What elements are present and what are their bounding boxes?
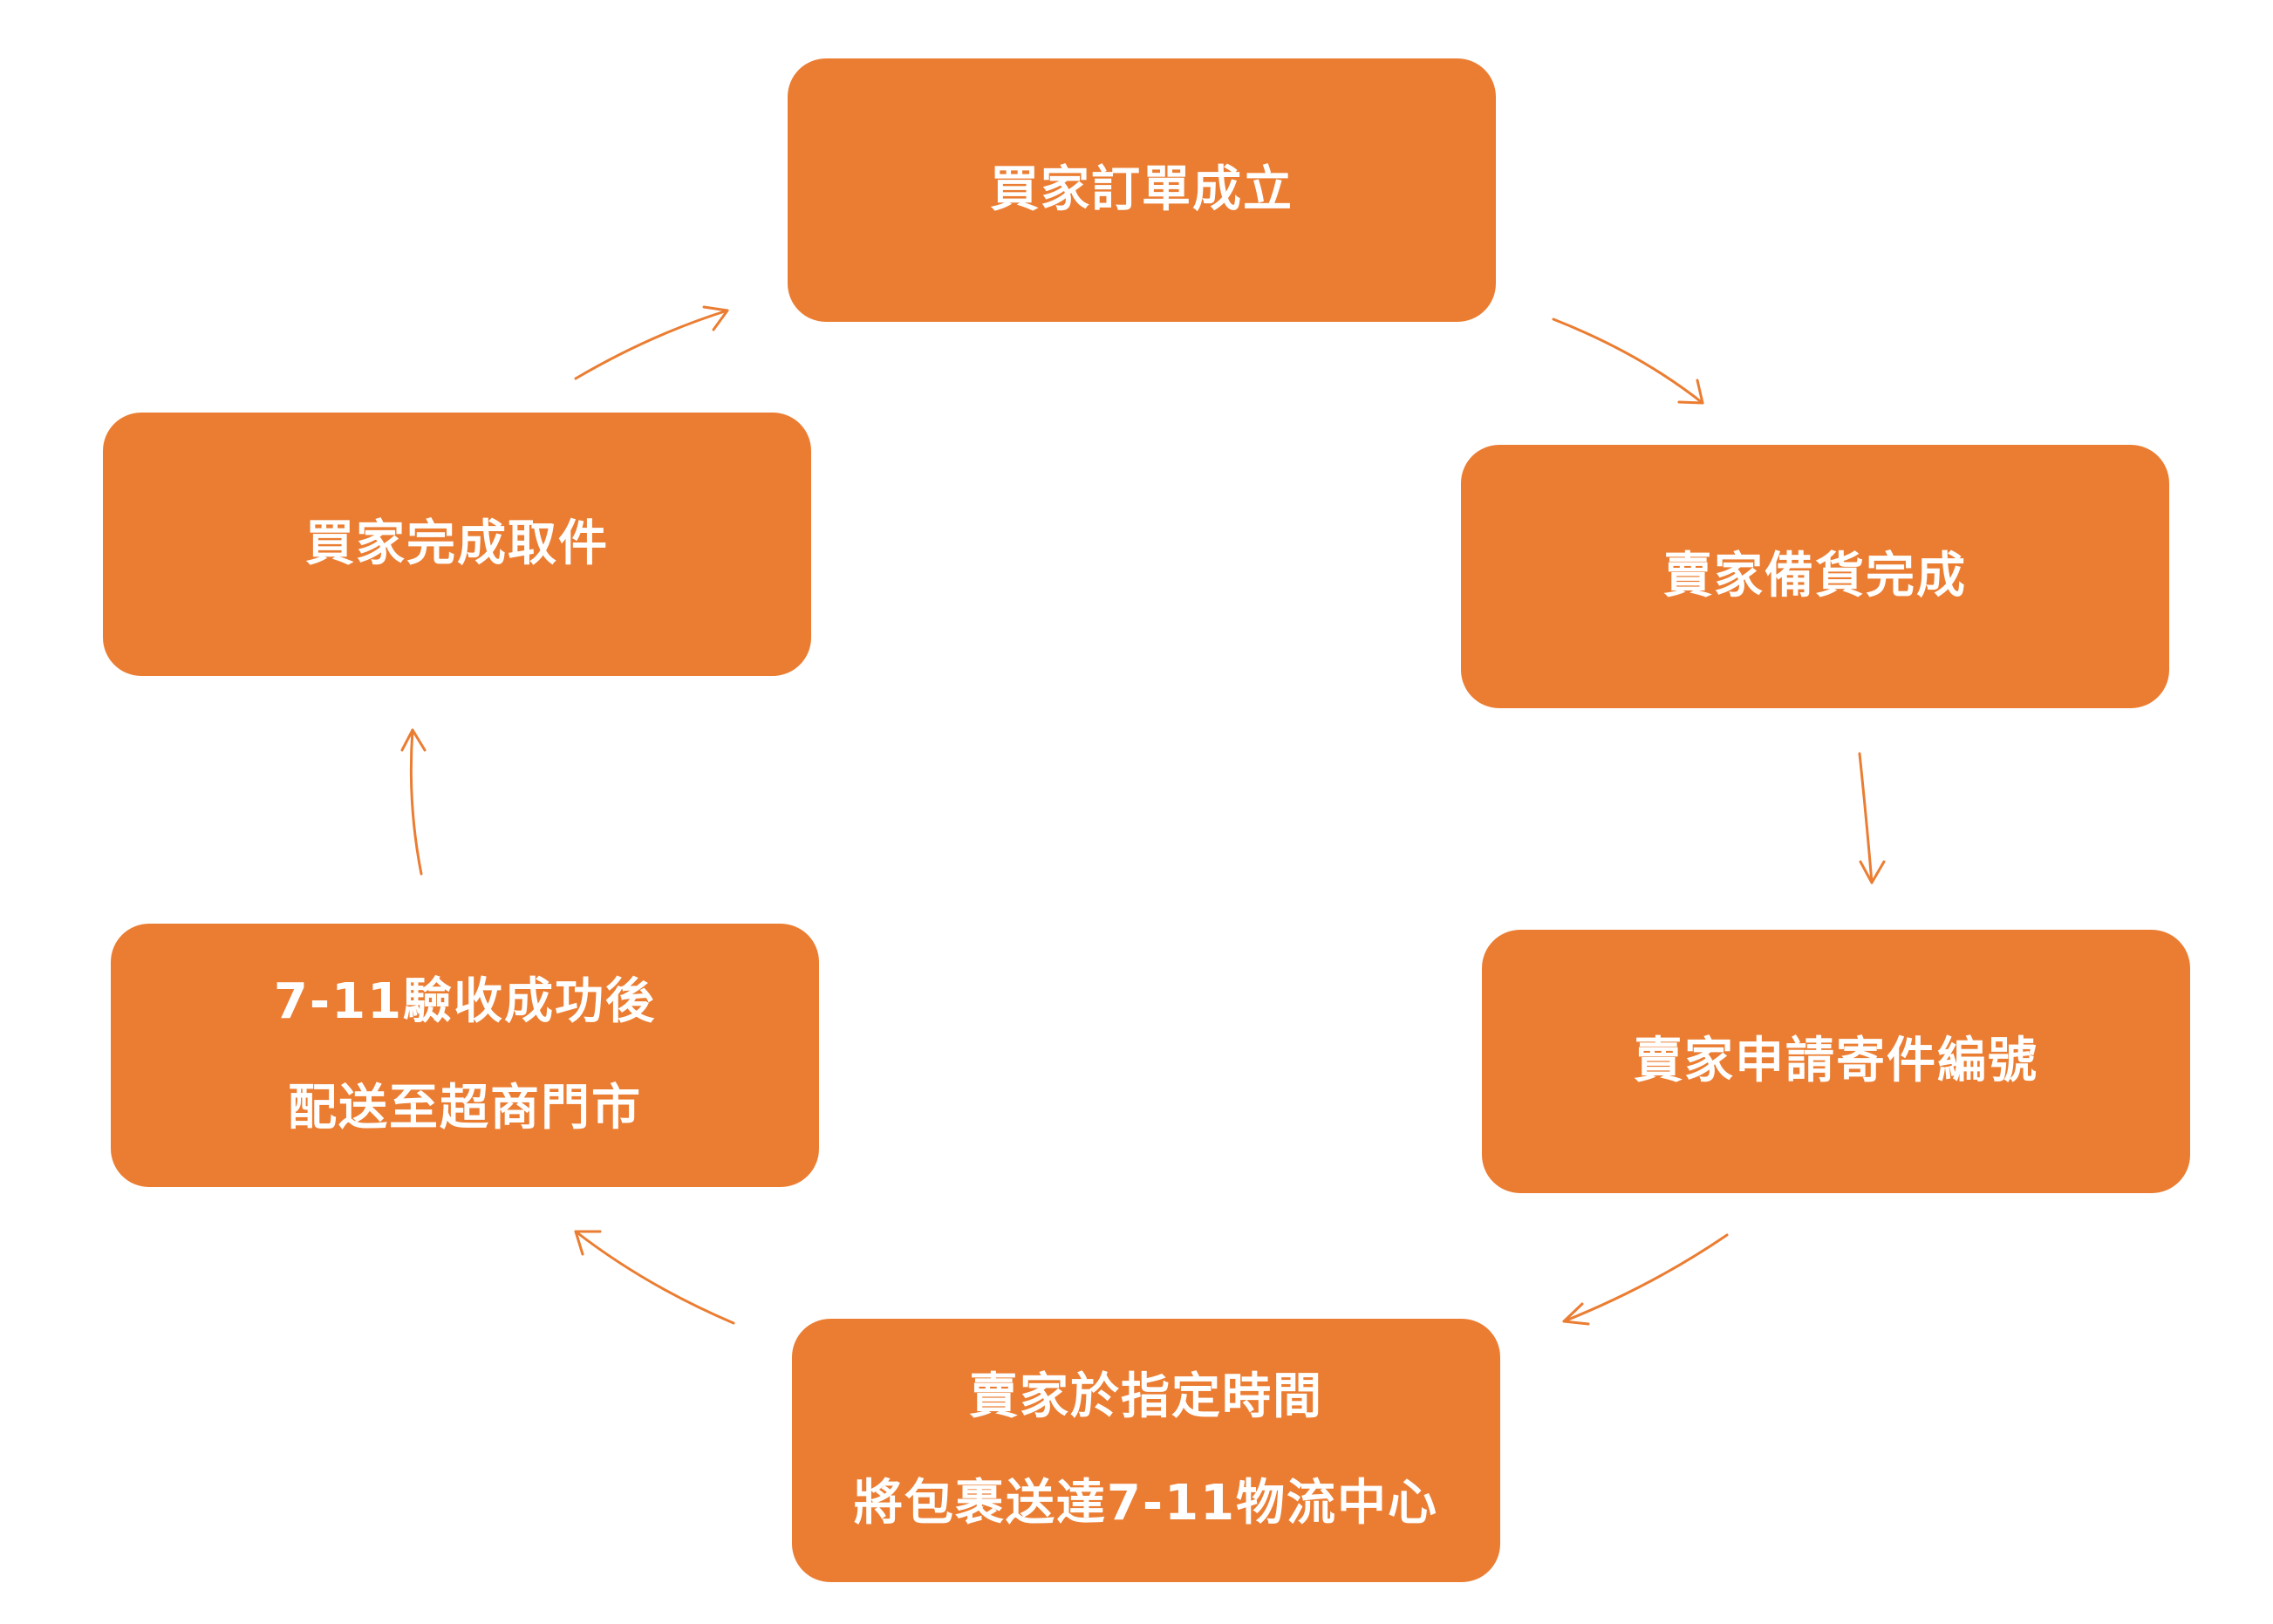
arrow-step4-to-step5 xyxy=(574,1230,735,1325)
step-box-label-line2: 配送至超商門市 xyxy=(288,1080,642,1136)
arrow-step5-to-step6-shaft xyxy=(409,728,423,876)
step-box-label: 買家完成取件 xyxy=(305,515,609,572)
step-box-order-created: 買家訂單成立 xyxy=(788,58,1496,322)
arrow-step4-to-step5-head xyxy=(574,1230,602,1256)
arrow-step5-to-step6-head xyxy=(400,728,427,752)
arrow-step1-to-step2-shaft xyxy=(1552,317,1704,405)
step-box-label-line1: 賣家於指定時間 xyxy=(969,1368,1323,1425)
arrow-step3-to-step4-shaft xyxy=(1562,1233,1729,1323)
arrow-step6-to-step1 xyxy=(574,305,729,380)
step-box-deliver-to-logistics: 賣家於指定時間 將包裹送達7-11物流中心 xyxy=(792,1319,1500,1582)
step-box-buyer-pickup: 買家完成取件 xyxy=(103,413,811,676)
arrow-step1-to-step2-head xyxy=(1677,379,1704,405)
arrow-step5-to-step6 xyxy=(400,728,427,876)
arrow-step2-to-step3-shaft xyxy=(1858,752,1874,884)
step-box-label: 賣家申請寄件編號 xyxy=(1634,1033,2038,1089)
arrow-step6-to-step1-head xyxy=(702,305,729,331)
step-box-shipping-number: 賣家申請寄件編號 xyxy=(1482,930,2190,1193)
step-box-label: 賣家備貨完成 xyxy=(1663,548,1967,604)
arrow-step6-to-step1-shaft xyxy=(574,309,729,380)
arrow-step3-to-step4 xyxy=(1562,1233,1729,1326)
step-box-seller-prepared: 賣家備貨完成 xyxy=(1461,445,2169,708)
step-box-delivered-to-store: 7-11驗收成功後 配送至超商門市 xyxy=(111,924,819,1187)
arrow-step2-to-step3 xyxy=(1858,752,1886,884)
arrow-step3-to-step4-head xyxy=(1562,1302,1590,1326)
step-box-label-line2: 將包裹送達7-11物流中心 xyxy=(853,1475,1439,1532)
step-box-label: 買家訂單成立 xyxy=(990,161,1293,218)
arrow-step2-to-step3-head xyxy=(1859,860,1886,884)
step-box-label-line1: 7-11驗收成功後 xyxy=(273,973,657,1030)
arrow-step4-to-step5-shaft xyxy=(574,1230,735,1325)
arrow-step1-to-step2 xyxy=(1552,317,1704,405)
